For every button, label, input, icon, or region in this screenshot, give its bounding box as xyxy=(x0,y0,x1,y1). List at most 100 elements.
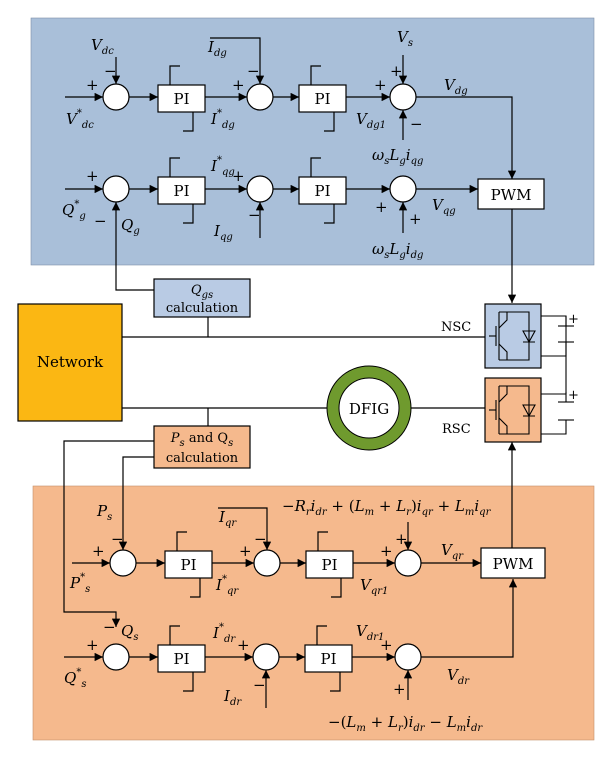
pi-block-qg xyxy=(157,176,206,205)
sign-minus: − xyxy=(247,62,260,80)
network-block xyxy=(17,303,123,422)
signal-vqg: Vqg xyxy=(432,196,456,217)
signal-ws-lg-iqg: ωsLgiqg xyxy=(372,146,423,167)
qgs-calculation-block xyxy=(153,278,251,318)
sign-plus: + xyxy=(393,680,406,698)
sign-minus: − xyxy=(103,618,116,636)
signal-vqr: Vqr xyxy=(441,541,464,562)
signal-idg-ref: I*dg xyxy=(210,108,235,131)
sum-junction-vqg xyxy=(389,175,417,203)
sign-plus: + xyxy=(374,76,387,94)
igbt-icon xyxy=(489,385,536,435)
dc-capacitor-icon xyxy=(541,315,574,435)
equation-d-compensation: −(Lm + Lr)idr − Lmidr xyxy=(328,713,483,734)
rotor-d-loop: PI PI − Qs + Q*s I*dr + − Idr Vdr1 + + V… xyxy=(64,579,518,734)
signal-vdc-ref: V*dc xyxy=(66,108,94,131)
sign-plus: + xyxy=(232,167,245,185)
signal-ps-ref: P*s xyxy=(69,572,90,595)
signal-vdg: Vdg xyxy=(444,76,468,97)
signal-iqr: Iqr xyxy=(218,508,237,529)
pi-block-idr xyxy=(304,644,353,673)
signal-vs: Vs xyxy=(397,28,413,49)
power-stage: Qgs calculation Network NSC xyxy=(17,202,579,627)
signal-vdc: Vdc xyxy=(91,36,114,57)
psqs-calc-label-2: calculation xyxy=(166,451,239,466)
cap-plus: + xyxy=(568,388,579,403)
sign-plus: + xyxy=(380,636,393,654)
signal-qs-ref: Q*s xyxy=(64,667,86,690)
grid-side-controller-panel xyxy=(30,17,595,266)
qgs-calc-label: Qgs xyxy=(191,283,213,301)
pi-block-label: PI xyxy=(180,556,196,574)
pi-block-label: PI xyxy=(173,650,189,668)
sum-junction-idr xyxy=(252,643,280,671)
sign-minus: − xyxy=(248,206,261,224)
signal-iqr-ref: I*qr xyxy=(215,574,239,597)
sign-minus: − xyxy=(410,115,423,133)
sign-plus: + xyxy=(395,530,408,548)
sum-junction-qg xyxy=(102,175,130,203)
pi-block-iqr xyxy=(305,550,354,579)
sign-minus: − xyxy=(254,530,267,548)
pi-block-vdc xyxy=(157,84,206,113)
pi-block-label: PI xyxy=(173,90,189,108)
pi-block-ps xyxy=(164,550,213,579)
signal-iqg-ref: I*qg xyxy=(210,155,235,178)
pi-block-label: PI xyxy=(314,90,330,108)
signal-vdg1: Vdg1 xyxy=(356,110,386,131)
sign-plus: + xyxy=(86,167,99,185)
signal-idr-ref: I*dr xyxy=(212,622,236,645)
rotor-side-controller-panel xyxy=(32,485,595,741)
sign-plus: + xyxy=(86,76,99,94)
sign-minus: − xyxy=(253,676,266,694)
sign-plus: + xyxy=(92,542,105,560)
sum-junction-ps xyxy=(109,549,137,577)
sign-plus: + xyxy=(239,542,252,560)
sum-junction-iqg xyxy=(246,175,274,203)
psqs-calculation-block xyxy=(153,425,251,469)
pi-block-qs xyxy=(157,644,206,673)
cap-plus: + xyxy=(568,312,579,327)
pi-block-iqg xyxy=(298,176,347,205)
sum-junction-vqr xyxy=(394,549,422,577)
signal-qg: Qg xyxy=(121,216,140,237)
sign-minus: − xyxy=(104,62,117,80)
sum-junction-iqr xyxy=(253,549,281,577)
pi-block-label: PI xyxy=(321,556,337,574)
rotor-q-loop: PI PI PWM Ps − + P*s Iqr + − I*qr + + Vq… xyxy=(69,497,546,598)
signal-ws-lg-idg: ωsLgidg xyxy=(372,240,423,261)
sign-plus: + xyxy=(390,62,403,80)
pwm-label: PWM xyxy=(491,186,532,204)
sign-minus: − xyxy=(111,530,124,548)
sum-junction-vdc xyxy=(102,83,130,111)
sign-plus: + xyxy=(409,210,422,228)
sign-plus: + xyxy=(380,542,393,560)
dfig-label: DFIG xyxy=(349,400,389,418)
sign-plus: + xyxy=(237,636,250,654)
psqs-calc-label: Ps and Qs xyxy=(170,431,233,449)
pi-block-label: PI xyxy=(173,182,189,200)
signal-vdr1: Vdr1 xyxy=(356,622,384,643)
signal-qg-ref: Q*g xyxy=(62,199,86,222)
equation-q-compensation: −Rridr + (Lm + Lr)iqr + Lmiqr xyxy=(282,497,492,518)
pwm-label: PWM xyxy=(493,555,534,573)
sign-plus: + xyxy=(375,198,388,216)
signal-ps: Ps xyxy=(96,502,112,523)
signal-vdr: Vdr xyxy=(447,666,470,687)
nsc-label: NSC xyxy=(441,320,471,335)
grid-d-loop: PI PI Vdc + − V*dc Idg + − I*dg Vs + + −… xyxy=(65,28,517,179)
sign-plus: + xyxy=(232,76,245,94)
sign-plus: + xyxy=(86,636,99,654)
pwm-block-grid xyxy=(477,178,545,210)
signal-idg: Idg xyxy=(207,38,227,59)
grid-q-loop: PI PI PWM + Q*g − Qg I*qg + − Iqg + + Vq… xyxy=(62,155,545,261)
sum-junction-vdr xyxy=(394,643,422,671)
dfig-machine xyxy=(327,366,411,450)
igbt-icon xyxy=(489,311,536,361)
network-label: Network xyxy=(37,353,104,371)
sum-junction-idg xyxy=(246,83,274,111)
pi-block-idg xyxy=(298,84,347,113)
signal-qs: Qs xyxy=(121,622,138,643)
pi-block-label: PI xyxy=(320,650,336,668)
qgs-calc-label-2: calculation xyxy=(166,301,239,316)
